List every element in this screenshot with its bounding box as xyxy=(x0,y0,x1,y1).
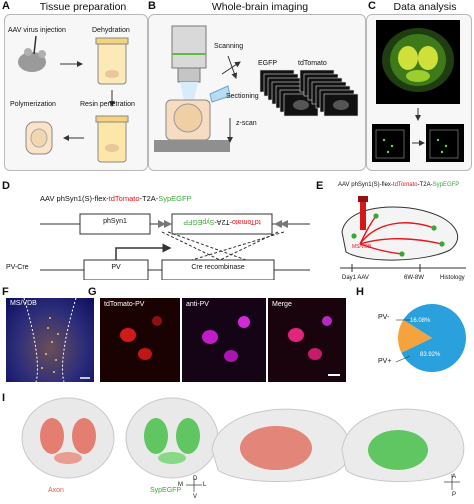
pv-plus-label: PV+ xyxy=(378,358,392,365)
pv-plus-pct: 83.92% xyxy=(420,352,441,358)
axon-label: Axon xyxy=(48,487,64,494)
resin-penetration-label: Resin penetration xyxy=(80,101,135,108)
pie-leader-lines xyxy=(395,319,411,363)
e-construct-sypegfp: SypEGFP xyxy=(432,182,460,188)
sypegfp-label: SypEGFP xyxy=(150,487,182,494)
pv-box-label: PV xyxy=(111,264,121,271)
panel-i-letter: I xyxy=(2,392,6,404)
panel-g-letter: G xyxy=(88,286,97,298)
pv-cre-label: PV-Cre xyxy=(6,264,29,271)
aav-injection-label: AAV virus injection xyxy=(8,27,66,34)
f-region-label: MS/VDB xyxy=(10,300,37,307)
inverted-insert-label: tdTomato-T2A-SypEGFP xyxy=(172,218,272,225)
egfp-label: EGFP xyxy=(258,60,278,67)
g-antipv-image: anti-PV xyxy=(182,298,266,382)
axis-v-label: V xyxy=(193,494,198,500)
insert-t2a: -T2A- xyxy=(214,218,232,225)
tdtomato-stack-label: tdTomato xyxy=(298,60,327,67)
e-construct-prefix: AAV phSyn1(S)-flex- xyxy=(338,182,393,188)
pv-minus-label: PV- xyxy=(378,314,390,321)
e-day1-label: Day1 AAV xyxy=(342,275,369,281)
insert-tdtomato: tdTomato xyxy=(231,218,261,225)
construct-sypegfp: SypEGFP xyxy=(158,194,192,203)
axis-p-label: P xyxy=(452,492,457,498)
polymerization-label: Polymerization xyxy=(10,101,56,108)
panel-h-letter: H xyxy=(356,286,364,298)
insert-sypegfp: SypEGFP xyxy=(183,218,215,225)
scanning-label: Scanning xyxy=(214,43,244,50)
panel-e-construct: AAV phSyn1(S)-flex-tdTomato-T2A-SypEGFP xyxy=(338,182,459,188)
sectioning-label: Sectioning xyxy=(226,93,259,100)
dehydration-label: Dehydration xyxy=(92,27,130,34)
panel-d-construct: AAV phSyn1(S)-flex-tdTomato-T2A-SypEGFP xyxy=(40,194,192,203)
pv-minus-pct: 16.08% xyxy=(410,318,431,324)
g-tdtomato-label: tdTomato-PV xyxy=(104,301,145,308)
pie-slice-pv- xyxy=(398,319,432,353)
panel-b-title: Whole-brain imaging xyxy=(211,1,309,13)
panel-d-letter: D xyxy=(2,180,10,192)
panel-a-title: Tissue preparation xyxy=(39,1,127,13)
panel-c-drawing xyxy=(372,20,464,162)
pie-slice-pv- xyxy=(401,304,466,372)
panel-d-drawing xyxy=(40,213,310,280)
panel-f-letter: F xyxy=(2,286,9,298)
construct-prefix: AAV phSyn1(S)-flex- xyxy=(40,194,109,203)
axis-d-label: D xyxy=(193,476,198,482)
construct-t2a: -T2A- xyxy=(139,194,159,203)
cre-recombinase-label: Cre recombinase xyxy=(191,264,245,271)
axis-a-label: A xyxy=(452,474,457,480)
panel-a-letter: A xyxy=(2,0,10,12)
g-merge-image: Merge xyxy=(268,298,346,382)
panel-e-letter: E xyxy=(316,180,324,192)
g-antipv-label: anti-PV xyxy=(186,301,209,308)
panel-e-brain-sagittal xyxy=(340,196,466,272)
g-merge-label: Merge xyxy=(272,301,292,308)
panel-c-title: Data analysis xyxy=(393,1,457,13)
e-region-label: MS/VDB xyxy=(352,244,372,250)
z-scan-label: z-scan xyxy=(236,120,257,127)
e-construct-t2a: -T2A- xyxy=(417,182,433,188)
panel-i-brains xyxy=(21,397,465,492)
panel-b-letter: B xyxy=(148,0,156,12)
e-histology-label: Histology xyxy=(440,275,465,281)
panel-a-drawing xyxy=(18,35,129,163)
g-tdtomato-image: tdTomato-PV xyxy=(100,298,180,382)
panel-b-drawing xyxy=(154,25,359,152)
phsyn1-box-label: phSyn1 xyxy=(103,218,127,225)
panel-f-image: MS/VDB xyxy=(6,298,94,382)
e-construct-tdtomato: tdTomato xyxy=(392,182,418,188)
axis-m-label: M xyxy=(178,482,183,488)
pv-pie-chart xyxy=(398,304,466,372)
e-6w8w-label: 6W-8W xyxy=(404,275,424,281)
construct-tdtomato: tdTomato xyxy=(108,194,140,203)
axis-l-label: L xyxy=(203,482,207,488)
panel-c-letter: C xyxy=(368,0,376,12)
